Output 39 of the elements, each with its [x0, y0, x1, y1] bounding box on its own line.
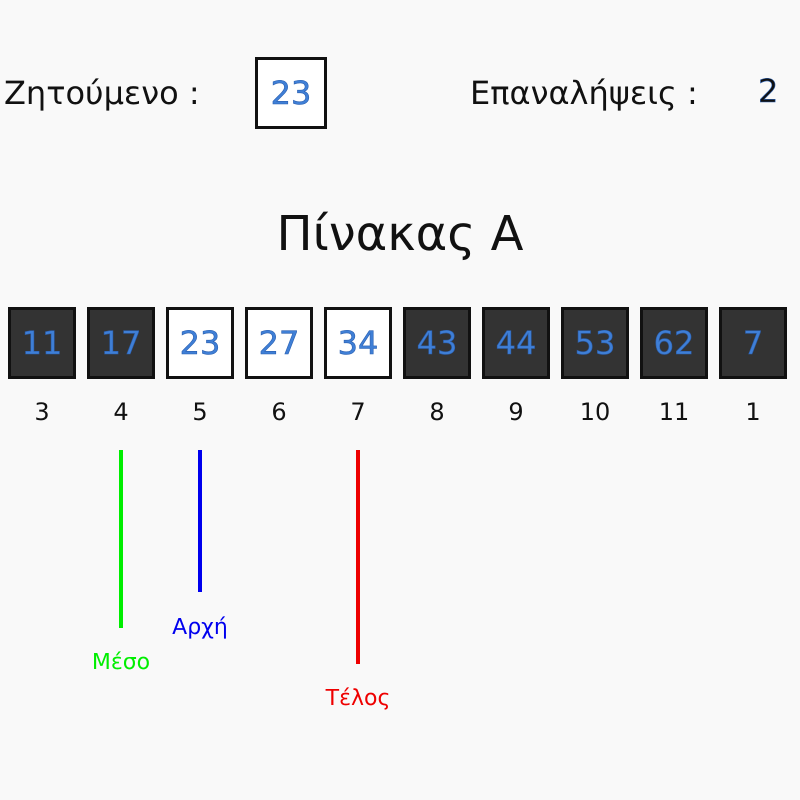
cell-value: 7: [742, 324, 764, 362]
index-number: 3: [33, 398, 51, 426]
value-text: 23: [270, 74, 312, 112]
index-number: 7: [349, 398, 367, 426]
array-cell: [87, 307, 155, 379]
cell-value: 53: [574, 324, 616, 362]
index-number: 9: [507, 398, 525, 426]
target-box: [255, 57, 327, 129]
label-text: Ζητούμενο :: [4, 74, 200, 112]
array-cell: [403, 307, 471, 379]
index-number: 11: [658, 398, 690, 426]
index-number: 5: [191, 398, 209, 426]
cell-value: 27: [258, 324, 300, 362]
array-cell: [245, 307, 313, 379]
index-number: 10: [578, 398, 612, 426]
cell-value: 43: [416, 324, 458, 362]
array-cell: [482, 307, 550, 379]
cell-value: 62: [654, 324, 694, 362]
label-text: Επαναλήψεις :: [470, 74, 698, 112]
cell-value: 17: [100, 324, 142, 362]
pointer-label: Μέσο: [92, 650, 150, 675]
cell-value: 44: [496, 324, 536, 362]
array-cell: [324, 307, 392, 379]
index-number: 6: [270, 398, 288, 426]
array-cell: [561, 307, 629, 379]
array-cell: [640, 307, 708, 379]
cell-value: 23: [180, 324, 220, 362]
cell-value: 11: [22, 324, 62, 362]
index-number: 8: [428, 398, 446, 426]
iteration-count: 2: [758, 72, 778, 110]
index-number: 1: [744, 398, 762, 426]
index-number: 4: [112, 398, 130, 426]
cell-value: 34: [338, 324, 378, 362]
pointer-label: Τέλος: [326, 686, 390, 711]
array-cell: [719, 307, 787, 379]
array-title: Πίνακας Α: [276, 206, 524, 262]
pointer-label: Αρχή: [172, 615, 228, 640]
array-cell: [8, 307, 76, 379]
array-cell: [166, 307, 234, 379]
